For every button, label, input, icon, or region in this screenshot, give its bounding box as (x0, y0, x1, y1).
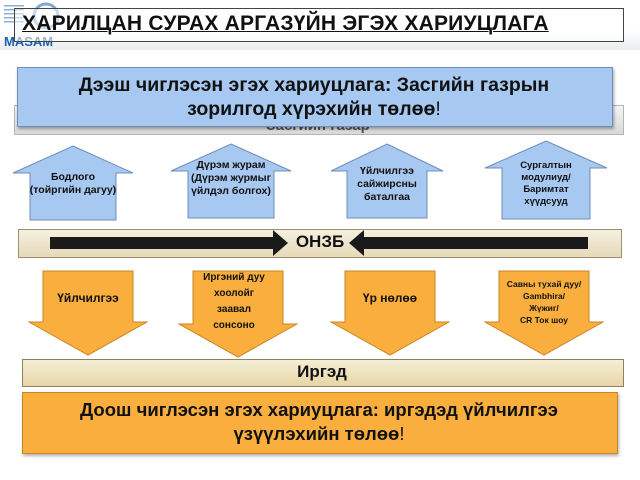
up-arrow-training-line4: хүүдсууд (524, 196, 568, 207)
title-frame (14, 8, 624, 42)
up-arrow-training-line1: Сургалтын (520, 160, 572, 171)
up-arrow-service-line1: Үйлчилгээ (360, 165, 414, 177)
up-arrow-policy: Бодлого (тойргийн дагуу) (12, 145, 134, 221)
downward-accountability-banner (22, 392, 618, 454)
down-arrow-voice-line2: хоолойг (214, 288, 254, 299)
downward-accountability-line2: үзүүлэхийн төлөө! (22, 422, 616, 446)
down-arrow-media-line4: CR Ток шоу (520, 315, 568, 325)
up-arrow-policy-line2: (тойргийн дагуу) (29, 184, 117, 196)
up-arrow-training-label: Сургалтын модулиуд/ Баримтат хүүдсууд (498, 160, 594, 208)
up-arrow-rules-label: Дүрэм журам (Дүрэм журмыг үйлдэл болгох) (178, 159, 284, 198)
upward-accountability-banner (17, 67, 613, 127)
up-arrow-training-line3: Баримтат (523, 184, 569, 195)
downward-accountability-line2-text: үзүүлэхийн төлөө (233, 423, 400, 444)
down-arrow-voice-line1: Иргэний дуу (203, 272, 265, 283)
upward-accountability-line1: Дээш чиглэсэн эгэх хариуцлага: Засгийн г… (78, 74, 550, 96)
upward-accountability-line2: зорилгод хүрэхийн төлөө! (17, 97, 611, 121)
up-arrow-service-guarantee: Үйлчилгээ сайжирсны баталгаа (330, 143, 444, 219)
down-arrow-media-label: Савны тухай дуу/ Gambhira/ Жүжиг/ CR Ток… (494, 278, 594, 326)
upward-accountability-end-mark: ! (435, 98, 441, 120)
up-arrow-service-guarantee-label: Үйлчилгээ сайжирсны баталгаа (342, 165, 432, 204)
up-arrow-training-modules: Сургалтын модулиуд/ Баримтат хүүдсууд (484, 140, 608, 220)
down-arrow-media-line2: Gambhira/ (522, 291, 566, 301)
down-arrow-impact-label: Үр нөлөө (362, 291, 418, 305)
down-arrow-voice-line4: сонсоно (213, 320, 255, 331)
down-arrow-media-line1: Савны тухай дуу/ (506, 279, 582, 289)
downward-accountability-line1: Доош чиглэсэн эгэх хариуцлага: иргэдэд ү… (80, 399, 558, 420)
up-arrow-rules-line3: үйлдэл болгох) (191, 185, 271, 197)
downward-accountability-text: Доош чиглэсэн эгэх хариуцлага: иргэдэд ү… (22, 398, 616, 446)
down-arrow-citizen-voice: Иргэний дуу хоолойг заавал сонсоно (177, 270, 299, 358)
up-arrow-policy-label: Бодлого (тойргийн дагуу) (26, 171, 120, 197)
upward-accountability-text: Дээш чиглэсэн эгэх хариуцлага: Засгийн г… (17, 73, 611, 121)
up-arrow-rules-line1: Дүрэм журам (196, 159, 266, 171)
down-arrow-service: Үйлчилгээ (27, 270, 149, 356)
up-arrow-training-line2: модулиуд/ (521, 172, 571, 183)
down-arrow-citizen-voice-label: Иргэний дуу хоолойг заавал сонсоно (186, 270, 282, 334)
down-arrow-voice-line3: заавал (217, 304, 251, 315)
upward-accountability-line2-text: зорилгод хүрэхийн төлөө (187, 98, 436, 120)
up-arrow-service-line3: баталгаа (363, 191, 411, 203)
down-arrow-media: Савны тухай дуу/ Gambhira/ Жүжиг/ CR Ток… (483, 270, 605, 356)
down-arrow-service-label: Үйлчилгээ (57, 291, 119, 305)
onzb-double-arrow (50, 230, 588, 256)
citizen-band-label: Иргэд (297, 362, 347, 381)
up-arrow-policy-line1: Бодлого (50, 171, 96, 183)
down-arrow-impact: Үр нөлөө (329, 270, 451, 356)
downward-accountability-end-mark: ! (399, 423, 405, 444)
up-arrow-rules: Дүрэм журам (Дүрэм журмыг үйлдэл болгох) (170, 143, 292, 219)
up-arrow-service-line2: сайжирсны (357, 178, 417, 190)
up-arrow-rules-line2: (Дүрэм журмыг (191, 172, 271, 184)
onzb-label: ОНЗБ (295, 232, 345, 251)
citizen-band (22, 359, 624, 387)
page-title: ХАРИЛЦАН СУРАХ АРГАЗҮЙН ЭГЭХ ХАРИУЦЛАГА (22, 12, 549, 35)
down-arrow-media-line3: Жүжиг/ (529, 303, 559, 313)
